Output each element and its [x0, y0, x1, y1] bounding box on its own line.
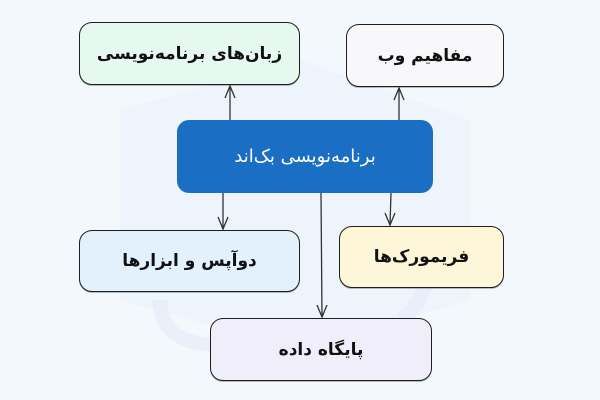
node-programming-languages: زبان‌های برنامه‌نویسی — [79, 22, 300, 85]
node-label: زبان‌های برنامه‌نویسی — [96, 43, 283, 64]
node-frameworks: فریمورک‌ها — [339, 226, 504, 288]
arrow-to-devops-tools — [217, 193, 229, 231]
node-database: پایگاه داده — [210, 318, 432, 381]
arrow-to-frameworks — [384, 192, 396, 227]
node-backend-programming: برنامه‌نویسی بک‌اند — [177, 120, 433, 193]
node-web-concepts: مفاهیم وب — [346, 24, 504, 87]
center-node-label: برنامه‌نویسی بک‌اند — [234, 146, 376, 167]
node-label: دوآپس و ابزارها — [122, 251, 257, 271]
arrow-to-programming-languages — [224, 84, 236, 120]
arrow-to-database — [316, 192, 328, 319]
node-label: فریمورک‌ها — [373, 247, 470, 267]
node-label: پایگاه داده — [278, 339, 364, 360]
arrow-to-web-concepts — [393, 86, 405, 120]
node-label: مفاهیم وب — [377, 45, 473, 66]
node-devops-tools: دوآپس و ابزارها — [79, 230, 300, 292]
